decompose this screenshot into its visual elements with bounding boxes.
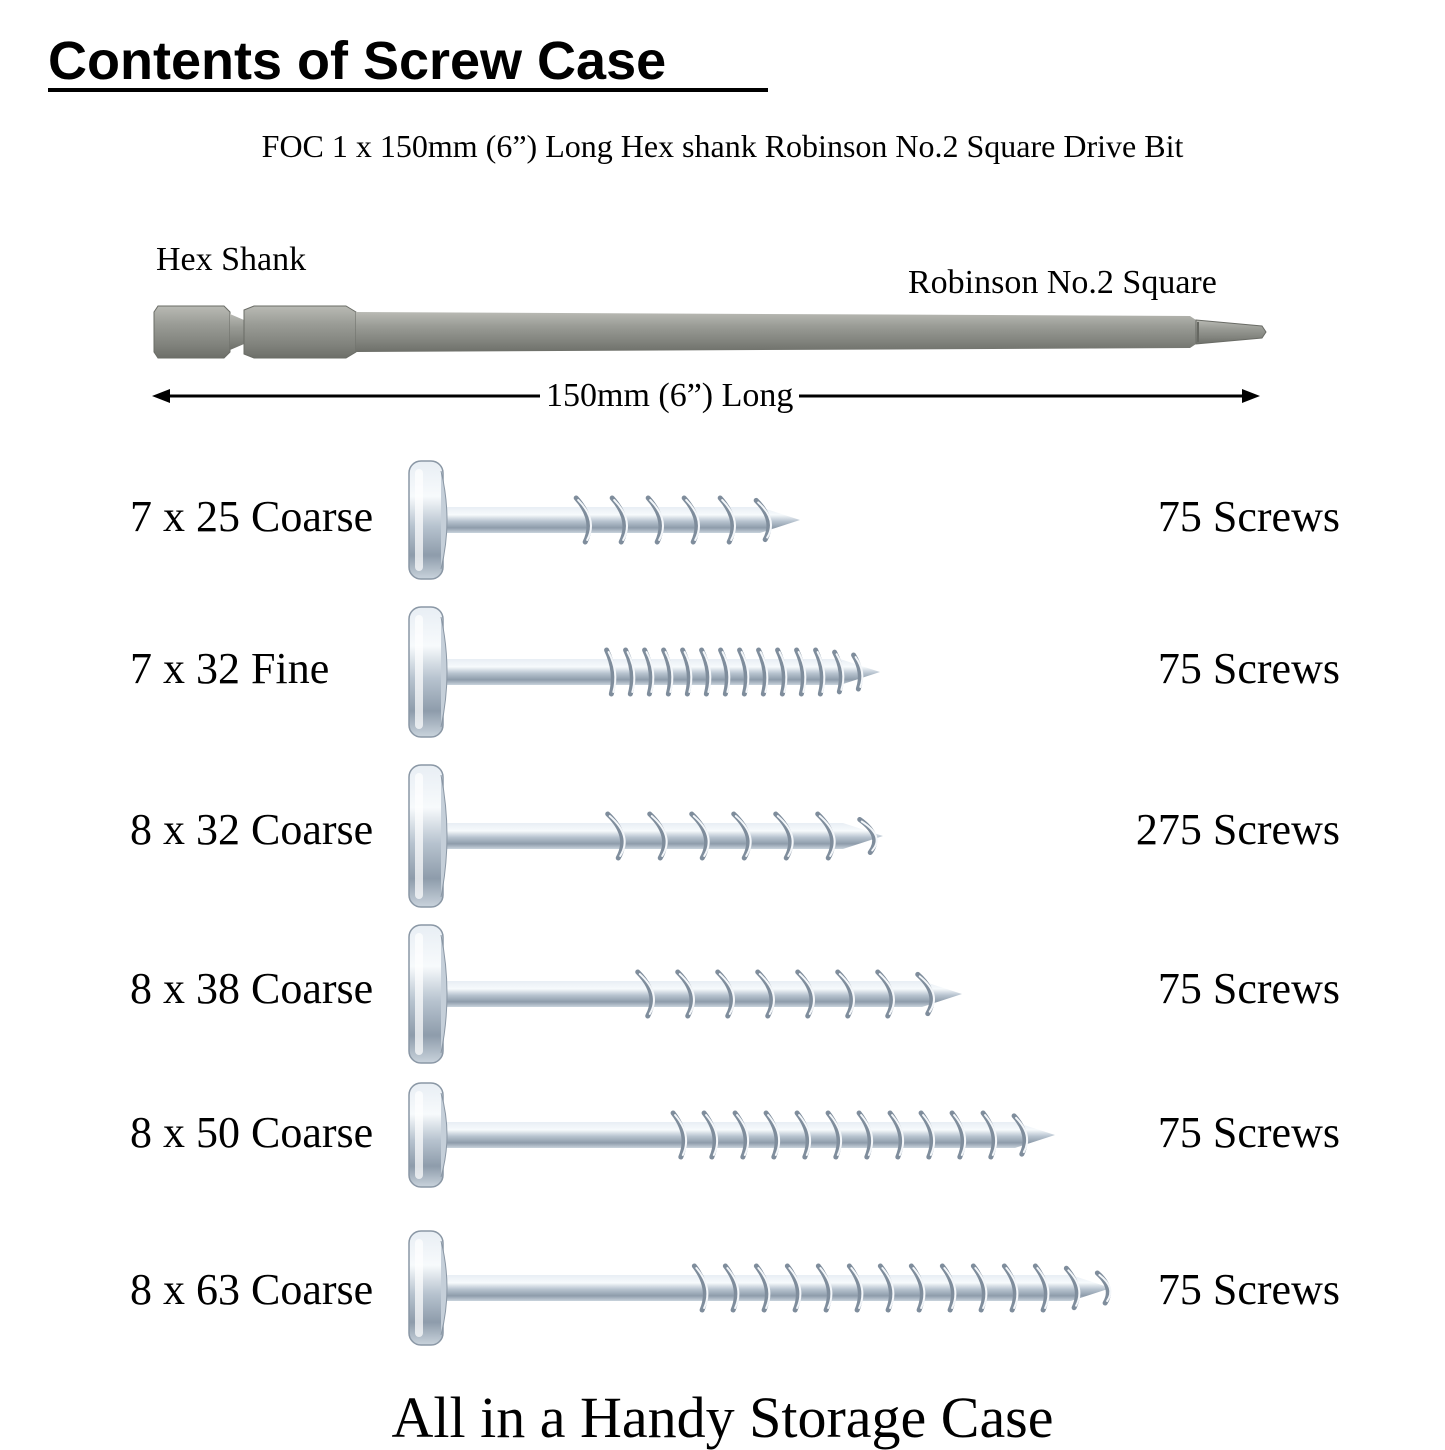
screw-image — [408, 606, 880, 738]
drive-bit-image — [153, 305, 1267, 359]
screw-count: 75 Screws — [1157, 644, 1340, 693]
screw-size-label: 8 x 38 Coarse — [130, 964, 374, 1013]
title-underline — [48, 88, 768, 92]
screw-image — [408, 1230, 1112, 1346]
screw-size-label: 7 x 25 Coarse — [130, 492, 374, 541]
drive-bit-description: FOC 1 x 150mm (6”) Long Hex shank Robins… — [261, 128, 1184, 164]
screw-count: 75 Screws — [1157, 1108, 1340, 1157]
screw-size-label: 7 x 32 Fine — [130, 644, 330, 693]
screw-count: 75 Screws — [1157, 492, 1340, 541]
length-label: 150mm (6”) Long — [540, 376, 800, 416]
square-tip-label: Robinson No.2 Square — [908, 264, 1217, 301]
screw-image — [408, 764, 883, 908]
screw-image — [408, 460, 800, 580]
screw-count: 75 Screws — [1157, 964, 1340, 1013]
screw-count: 75 Screws — [1157, 1265, 1340, 1314]
screw-image — [408, 1082, 1055, 1188]
screw-size-label: 8 x 50 Coarse — [130, 1108, 374, 1157]
footer-caption: All in a Handy Storage Case — [391, 1385, 1054, 1450]
screw-count: 275 Screws — [1135, 805, 1340, 854]
screw-size-label: 8 x 63 Coarse — [130, 1265, 374, 1314]
hex-shank-label: Hex Shank — [156, 241, 307, 278]
screw-image — [408, 924, 962, 1064]
page-title: Contents of Screw Case — [48, 31, 667, 91]
screw-size-label: 8 x 32 Coarse — [130, 805, 374, 854]
